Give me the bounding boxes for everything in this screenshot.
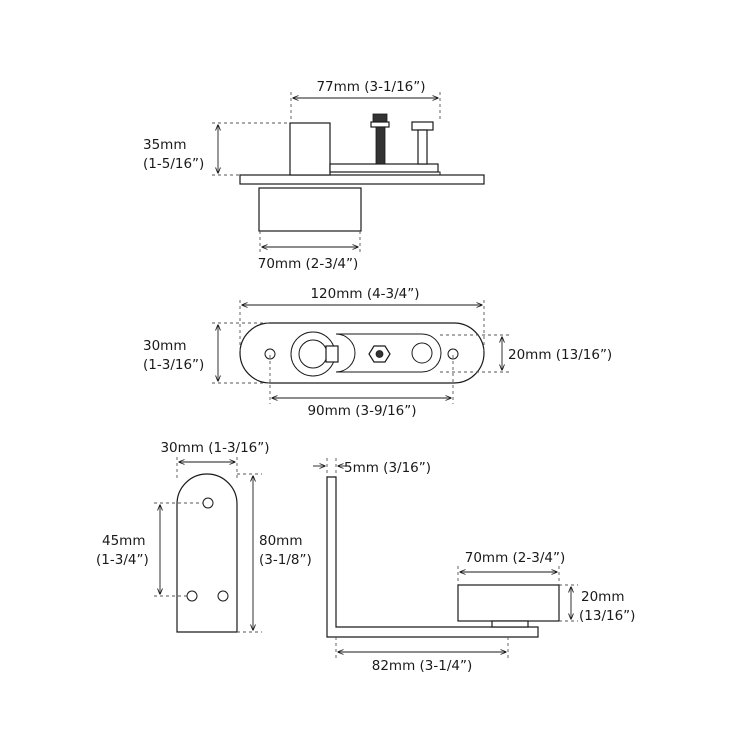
bolt-cap xyxy=(372,113,388,123)
bracket-side-view: 5mm (3/16”) 70mm (2-3/4”) 20mm (13/16”) … xyxy=(313,458,635,674)
floor-block-base xyxy=(491,620,529,628)
block-width-label: 70mm (2-3/4”) xyxy=(465,550,566,566)
holes-90-label: 90mm (3-9/16”) xyxy=(307,403,416,419)
width-30-label-mm: 30mm xyxy=(143,338,186,354)
height-35-label-in: (1-5/16”) xyxy=(143,156,204,172)
bracket-height-label-mm: 80mm xyxy=(259,533,302,549)
post-hole xyxy=(411,342,433,364)
adjust-bar xyxy=(329,163,439,173)
length-120-label: 120mm (4-3/4”) xyxy=(310,286,419,302)
block-height-label-in: (13/16”) xyxy=(579,608,635,624)
bolt-shaft xyxy=(375,126,386,165)
thickness-5-label: 5mm (3/16”) xyxy=(344,460,431,476)
bracket-width-label: 30mm (1-3/16”) xyxy=(160,440,269,456)
base-70-label: 70mm (2-3/4”) xyxy=(258,256,359,272)
mount-hole-right xyxy=(447,348,459,360)
mount-hole-left xyxy=(264,348,276,360)
hole-span-label-mm: 45mm xyxy=(102,533,145,549)
hole-span-label-in: (1-3/4”) xyxy=(96,552,149,568)
plate-outline xyxy=(239,322,485,384)
floor-block xyxy=(457,584,560,622)
bracket-height-label-in: (3-1/8”) xyxy=(259,552,312,568)
slot-20-label: 20mm (13/16”) xyxy=(508,347,612,363)
base-82-label: 82mm (3-1/4”) xyxy=(372,658,473,674)
bracket-front-view: 30mm (1-3/16”) 45mm (1-3/4”) 80mm (3-1/8… xyxy=(96,440,312,633)
width-77-label: 77mm (3-1/16”) xyxy=(316,79,425,95)
elevation-view: 77mm (3-1/16”) 35mm (1-5/16”) 70mm (2-3/… xyxy=(143,79,485,272)
width-30-label-in: (1-3/16”) xyxy=(143,357,204,373)
post-cap xyxy=(411,121,434,131)
bolt-nut xyxy=(370,121,390,128)
plan-view: 120mm (4-3/4”) 30mm (1-3/16”) 20mm (13/1… xyxy=(143,286,612,419)
base-cylinder xyxy=(258,187,362,232)
bracket-plate xyxy=(176,473,238,633)
height-35-label-mm: 35mm xyxy=(143,137,186,153)
pivot-block xyxy=(289,122,331,176)
adjust-slot xyxy=(335,333,442,373)
adjust-bar-lower xyxy=(329,171,441,176)
block-height-label-mm: 20mm xyxy=(581,589,624,605)
base-plate xyxy=(239,174,485,185)
bracket-hole-bottom-right xyxy=(217,590,229,602)
post-shaft xyxy=(417,129,428,165)
